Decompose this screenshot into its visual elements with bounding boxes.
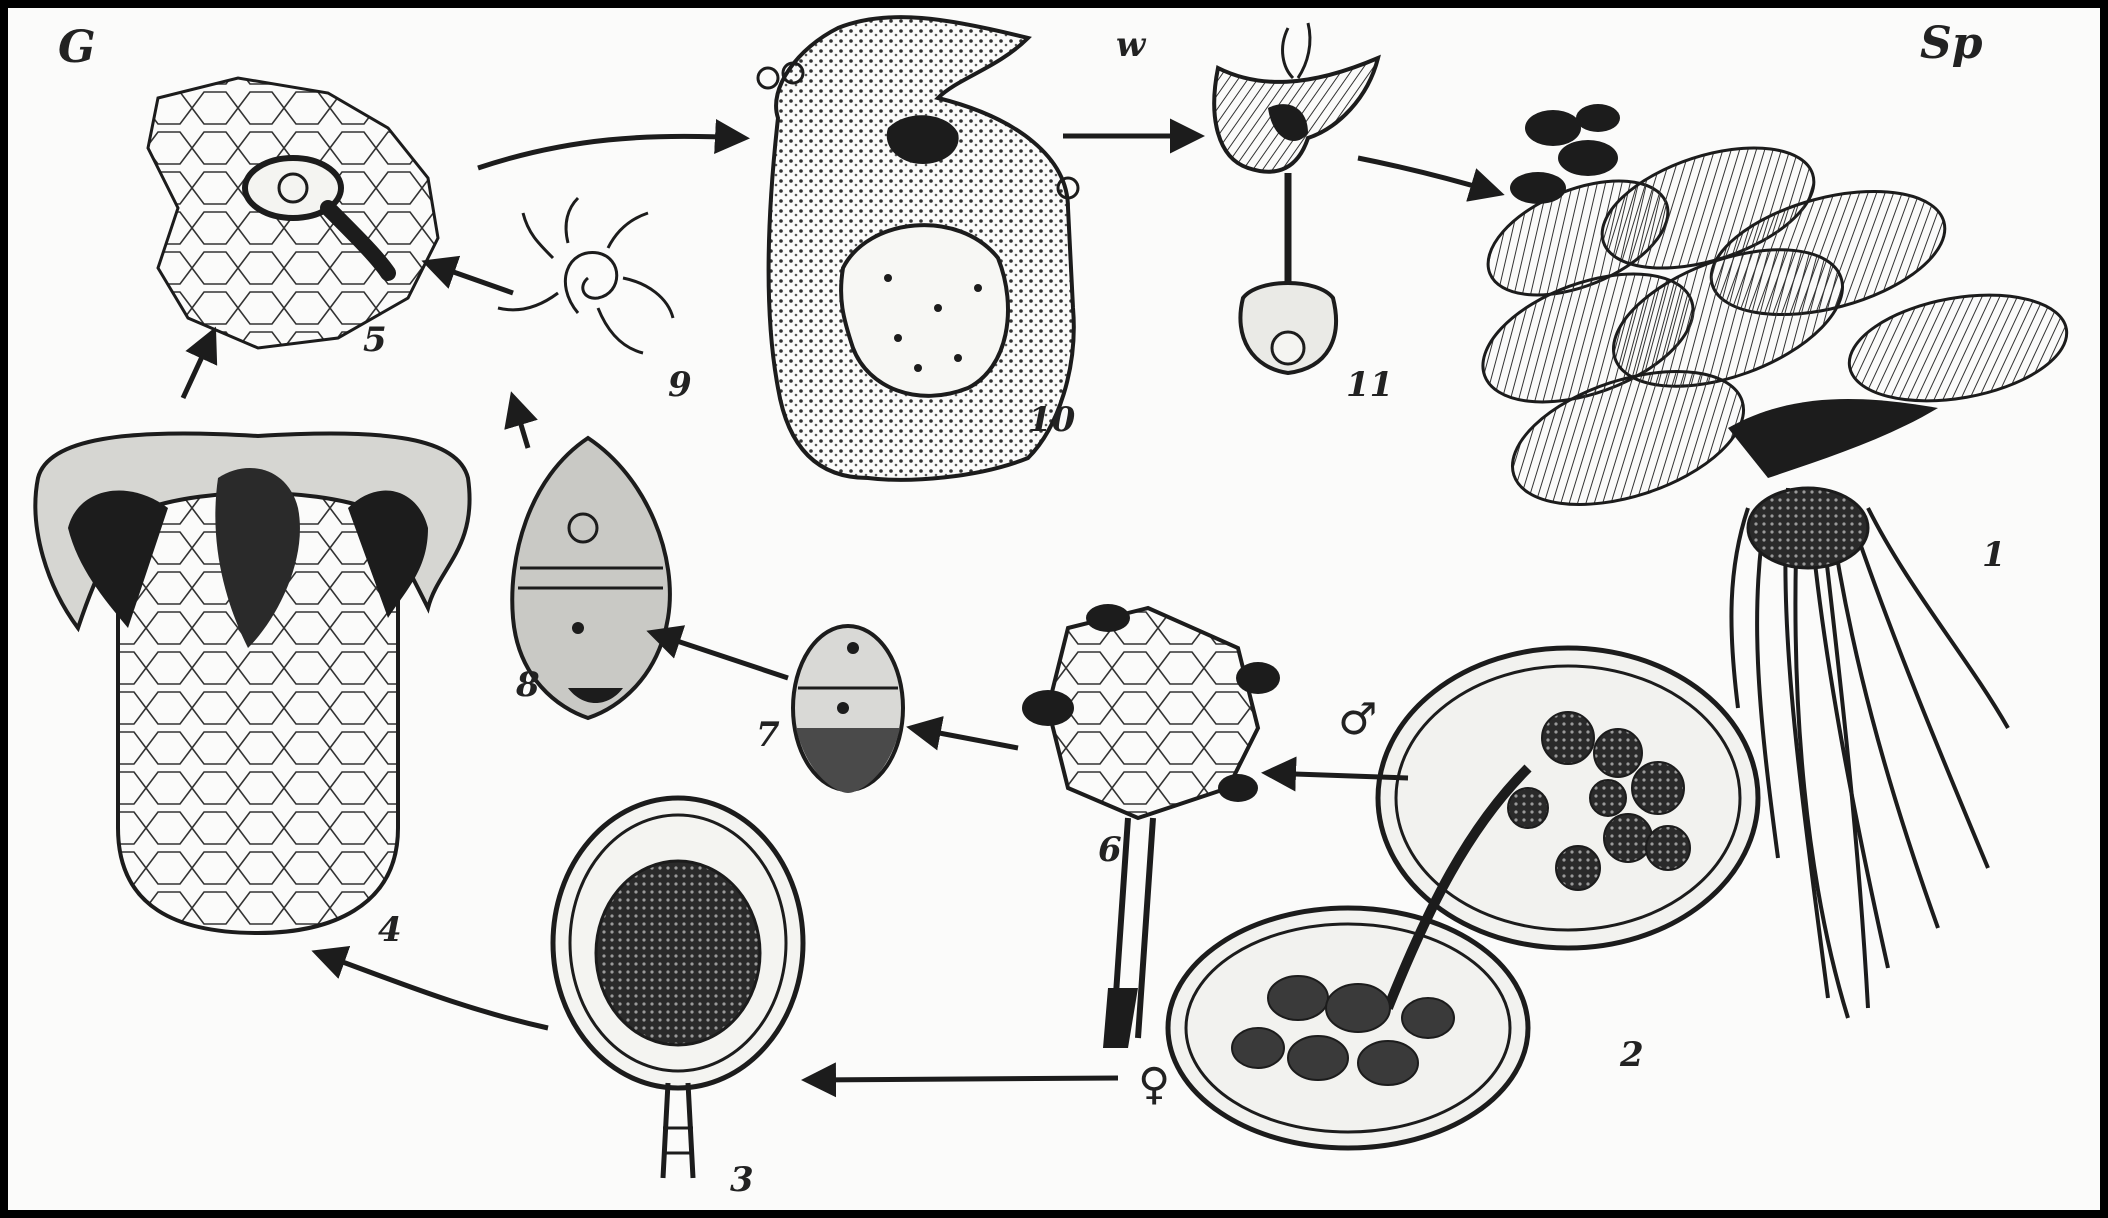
label-stage-7: 7 [756, 718, 780, 752]
arrow-6-to-7 [913, 728, 1018, 748]
stage-9-spermatozoid [498, 198, 673, 353]
label-stage-6: 6 [1098, 833, 1122, 867]
label-w-corner: w [1116, 28, 1145, 62]
label-stage-5: 5 [363, 323, 387, 357]
arrow-9-to-5 [428, 263, 513, 293]
label-stage-2: 2 [1620, 1038, 1644, 1072]
arrow-7-to-8 [653, 633, 788, 678]
life-cycle-diagram: G w Sp 1 2 3 4 5 6 7 8 9 10 11 ♂ ♀ [8, 8, 2100, 1210]
arrow-3-to-4 [318, 953, 548, 1028]
arrow-11-to-1 [1358, 158, 1498, 193]
label-stage-3: 3 [730, 1163, 754, 1197]
arrow-8-to-9 [513, 398, 528, 448]
stage-3-megasporangium [553, 798, 803, 1178]
stage-7-male-gametophyte-early [793, 626, 903, 793]
male-symbol: ♂ [1338, 698, 1377, 742]
arrow-4-to-5 [183, 333, 213, 398]
stage-5-archegonium [148, 78, 438, 348]
diagram-drawing [8, 8, 2100, 1210]
label-stage-9: 9 [668, 368, 692, 402]
label-stage-10: 10 [1028, 403, 1075, 437]
female-symbol: ♀ [1138, 1063, 1170, 1107]
arrow-female-to-3 [808, 1078, 1118, 1080]
label-stage-1: 1 [1982, 538, 2006, 572]
label-gametophyte-corner: G [58, 26, 96, 70]
arrow-5-to-10 [478, 136, 743, 168]
label-stage-4: 4 [378, 913, 402, 947]
stage-11-young-sporophyte [1214, 23, 1378, 373]
label-stage-11: 11 [1346, 368, 1393, 402]
stage-4-megaspore [35, 433, 469, 933]
label-stage-8: 8 [516, 668, 540, 702]
label-sporophyte-corner: Sp [1920, 22, 1983, 66]
